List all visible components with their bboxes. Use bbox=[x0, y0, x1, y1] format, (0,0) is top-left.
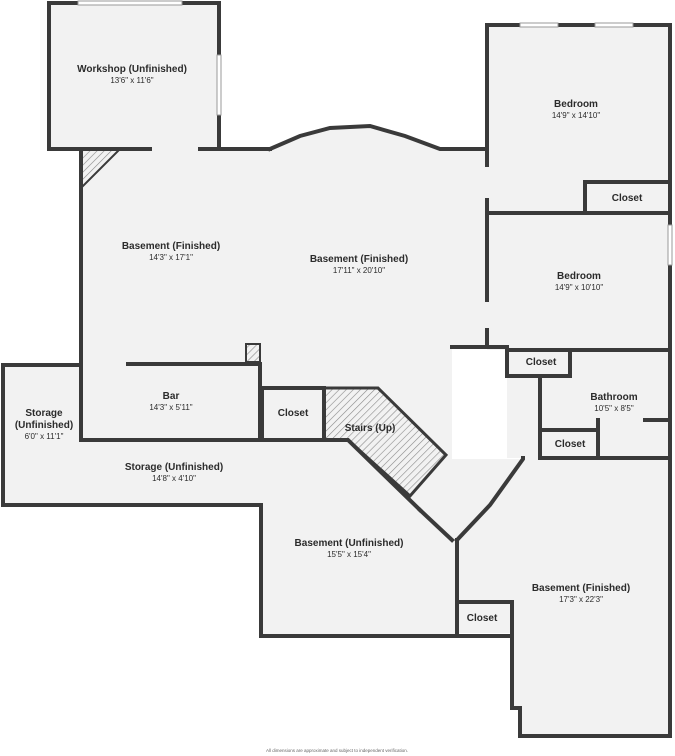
room-name: Bedroom bbox=[557, 271, 601, 282]
room-name: Closet bbox=[526, 357, 557, 368]
room-basement-left: Basement (Finished) 14'3" x 17'1" bbox=[122, 241, 220, 262]
room-dimensions: 14'9" x 14'10" bbox=[552, 111, 600, 120]
room-name-line1: Storage bbox=[25, 408, 63, 419]
column-hatch bbox=[245, 343, 261, 363]
room-dimensions: 17'3" x 22'3" bbox=[559, 595, 603, 604]
room-closet-br: Closet bbox=[467, 613, 498, 624]
room-name: Bathroom bbox=[590, 392, 637, 403]
room-stairs: Stairs (Up) bbox=[345, 423, 396, 434]
room-storage-left: Storage (Unfinished) 6'0" x 11'1" bbox=[15, 408, 73, 441]
room-name: Storage (Unfinished) bbox=[125, 462, 223, 473]
room-name: Bedroom bbox=[554, 99, 598, 110]
room-basement-center: Basement (Finished) 17'11" x 20'10" bbox=[310, 254, 408, 275]
room-storage-long: Storage (Unfinished) 14'8" x 4'10" bbox=[125, 462, 223, 483]
room-dimensions: 13'6" x 11'6" bbox=[110, 76, 153, 85]
windows bbox=[77, 0, 673, 266]
room-dimensions: 17'11" x 20'10" bbox=[333, 266, 385, 275]
room-name: Closet bbox=[555, 439, 586, 450]
room-basement-unfinished: Basement (Unfinished) 15'5" x 15'4" bbox=[295, 538, 404, 559]
room-name: Basement (Finished) bbox=[532, 583, 630, 594]
room-name: Basement (Finished) bbox=[122, 241, 220, 252]
room-basement-br: Basement (Finished) 17'3" x 22'3" bbox=[532, 583, 630, 604]
room-dimensions: 14'3" x 17'1" bbox=[149, 253, 193, 262]
footer-disclaimer: All dimensions are approximate and subje… bbox=[266, 748, 408, 753]
room-bedroom-mid: Bedroom 14'9" x 10'10" bbox=[555, 271, 603, 292]
room-dimensions: 14'3" x 5'11" bbox=[149, 403, 192, 412]
room-name: Workshop (Unfinished) bbox=[77, 64, 187, 75]
room-closet-mid: Closet bbox=[526, 357, 557, 368]
room-dimensions: 14'8" x 4'10" bbox=[152, 474, 196, 483]
room-bathroom: Bathroom 10'5" x 8'5" bbox=[590, 392, 637, 413]
room-dimensions: 6'0" x 11'1" bbox=[25, 432, 64, 441]
room-workshop: Workshop (Unfinished) 13'6" x 11'6" bbox=[77, 64, 187, 85]
room-dimensions: 10'5" x 8'5" bbox=[594, 404, 634, 413]
room-name: Stairs (Up) bbox=[345, 423, 396, 434]
room-dimensions: 15'5" x 15'4" bbox=[327, 550, 371, 559]
room-name: Closet bbox=[278, 408, 309, 419]
room-bar: Bar 14'3" x 5'11" bbox=[149, 391, 192, 412]
room-closet-top: Closet bbox=[612, 193, 643, 204]
room-name: Closet bbox=[467, 613, 498, 624]
room-closet-stairs: Closet bbox=[278, 408, 309, 419]
room-closet-bath: Closet bbox=[555, 439, 586, 450]
room-name: Basement (Finished) bbox=[310, 254, 408, 265]
room-bedroom-top: Bedroom 14'9" x 14'10" bbox=[552, 99, 600, 120]
room-name-line2: (Unfinished) bbox=[15, 420, 73, 431]
room-name: Bar bbox=[163, 391, 180, 402]
room-dimensions: 14'9" x 10'10" bbox=[555, 283, 603, 292]
room-name: Closet bbox=[612, 193, 643, 204]
room-name: Basement (Unfinished) bbox=[295, 538, 404, 549]
